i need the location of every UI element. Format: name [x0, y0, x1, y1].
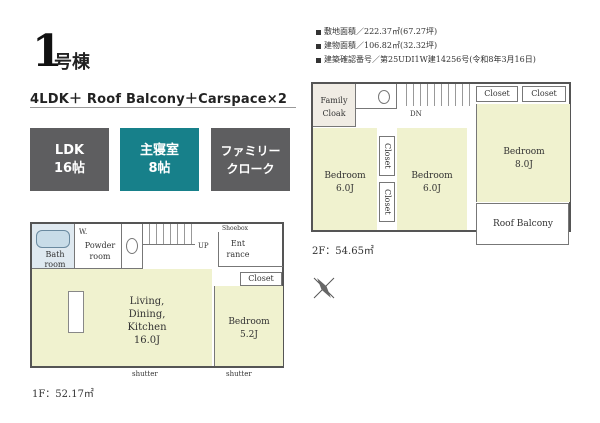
- tile-ldk-label: LDK: [54, 142, 85, 158]
- bath-room: Bath room: [32, 224, 75, 269]
- closet-2f-a: Closet: [476, 86, 518, 102]
- bullet-icon: [316, 29, 321, 35]
- floor2-area-label: 2F：54.65㎡: [312, 246, 374, 257]
- building-suffix: 号棟: [54, 52, 90, 73]
- washer-label: W.: [79, 228, 88, 236]
- compass-icon: [313, 277, 335, 299]
- bedroom-2f-3: Bedroom 8.0J: [476, 104, 570, 202]
- closet-2f-b: Closet: [522, 86, 566, 102]
- powder-room: W. Powder room: [75, 224, 122, 269]
- toilet-2f: [356, 84, 397, 109]
- tile-ldk: LDK 16帖: [30, 128, 109, 191]
- bedroom-2f-3-label: Bedroom 8.0J: [503, 147, 545, 170]
- tile-master-label: 主寝室: [139, 142, 179, 158]
- toilet-room: [122, 224, 143, 269]
- stairs-down-label: DN: [410, 110, 422, 118]
- stairs-up-label: UP: [198, 242, 209, 250]
- shutter-label-2: shutter: [226, 370, 252, 378]
- entrance: Ent rance: [218, 232, 283, 267]
- toilet-icon: [126, 238, 138, 254]
- stairs-2f: [400, 84, 472, 106]
- bedroom-1f: Bedroom 5.2J: [214, 286, 283, 366]
- tile-ldk-size: 16帖: [53, 160, 86, 176]
- shutter-label-1: shutter: [132, 370, 158, 378]
- bedroom-2f-1-label: Bedroom 6.0J: [324, 171, 366, 194]
- bedroom-2f-1: Bedroom 6.0J: [313, 128, 377, 230]
- floor1-area-label: 1F：52.17㎡: [32, 389, 94, 400]
- bathtub-icon: [36, 230, 70, 248]
- family-cloak: Family Cloak: [313, 84, 356, 127]
- closet-2f-v2: Closet: [379, 182, 395, 222]
- ldk-label: Living, Dining, Kitchen 16.0J: [127, 296, 167, 346]
- subtitle-divider: [30, 107, 296, 108]
- roof-balcony: Roof Balcony: [476, 203, 569, 245]
- tile-cloak-label1: ファミリー: [220, 143, 281, 158]
- tile-family-cloak: ファミリー クローク: [211, 128, 290, 191]
- ldk-room: Living, Dining, Kitchen 16.0J: [32, 269, 212, 366]
- bedroom-2f-2-label: Bedroom 6.0J: [411, 171, 453, 194]
- stairs: [143, 224, 195, 245]
- tile-master-size: 8帖: [148, 160, 171, 176]
- shoebox-label: Shoebox: [222, 225, 248, 232]
- bedroom-2f-2: Bedroom 6.0J: [397, 128, 467, 230]
- roof-balcony-label: Roof Balcony: [492, 219, 553, 229]
- closet-2f-v1: Closet: [379, 136, 395, 176]
- powder-room-label: Powder room: [84, 241, 116, 261]
- tile-master-bedroom: 主寝室 8帖: [120, 128, 199, 191]
- bullet-icon: [316, 43, 321, 49]
- bath-room-label: Bath room: [44, 250, 66, 269]
- kitchen-counter: [68, 291, 84, 333]
- tile-cloak-label2: クローク: [226, 161, 275, 176]
- info-building-area: 建物面積／106.82㎡(32.32坪): [316, 40, 437, 51]
- closet-1f: Closet: [240, 272, 282, 286]
- family-cloak-label: Family Cloak: [320, 96, 348, 118]
- entrance-label: Ent rance: [226, 239, 250, 259]
- info-site-area: 敷地面積／222.37㎡(67.27坪): [316, 26, 437, 37]
- info-permit-number: 建築確認番号／第25UDI1W建14256号(令和8年3月16日): [316, 54, 536, 65]
- toilet-icon: [378, 90, 390, 104]
- bullet-icon: [316, 57, 321, 63]
- plan-description: 4LDK＋ Roof Balcony＋Carspace×2: [30, 92, 288, 107]
- bedroom-1f-label: Bedroom 5.2J: [228, 317, 270, 340]
- building-number: 1: [32, 26, 63, 77]
